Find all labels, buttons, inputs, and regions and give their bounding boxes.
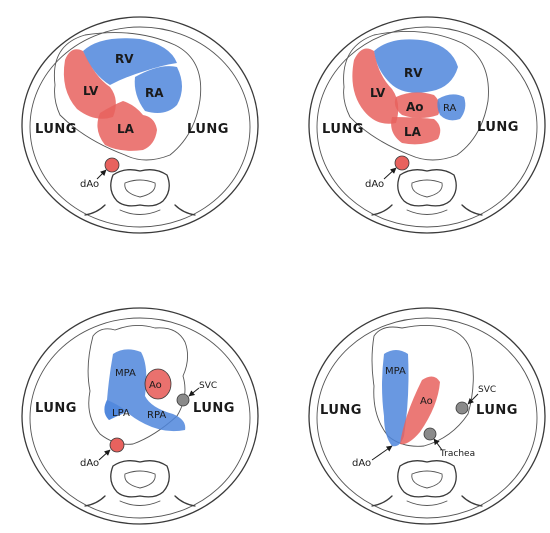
mpa-label: MPA (385, 366, 406, 377)
lung-right-label: LUNG (477, 120, 519, 135)
ao-label: Ao (420, 396, 433, 407)
aorta (400, 376, 440, 445)
aorta (144, 368, 172, 400)
lung-left-label: LUNG (320, 403, 362, 418)
right-atrium (134, 66, 182, 113)
dao-label: dAo (352, 458, 371, 469)
dao-label: dAo (80, 458, 99, 469)
la-label: LA (117, 122, 135, 136)
rv-label: RV (115, 52, 134, 66)
svc-pointer (467, 393, 479, 405)
lv-label: LV (83, 84, 99, 98)
lung-left-label: LUNG (322, 122, 364, 137)
dao-pointer (383, 167, 397, 180)
left-ventricle (352, 48, 399, 124)
lung-left-label: LUNG (35, 401, 77, 416)
trachea (423, 427, 437, 441)
svc-pointer (188, 387, 200, 397)
svc-label: SVC (199, 381, 217, 391)
lung-right-label: LUNG (476, 403, 518, 418)
panel-pulmonary-bifurcation: LUNG LUNG MPA Ao LPA RPA SVC dAo (21, 307, 259, 525)
la-label: LA (404, 125, 422, 139)
panel-five-chamber: LUNG LUNG RV LV Ao RA LA dAo (308, 16, 546, 234)
ra-label: RA (145, 86, 164, 100)
ra-label: RA (443, 103, 457, 114)
left-pulmonary-artery (104, 400, 125, 420)
superior-vena-cava (455, 401, 469, 415)
dao-pointer (96, 169, 107, 180)
left-atrium (97, 101, 157, 151)
descending-aorta (394, 155, 410, 171)
left-ventricle (63, 49, 116, 119)
lv-label: LV (370, 86, 386, 100)
main-pulmonary-artery (104, 349, 186, 432)
right-ventricle (83, 38, 177, 85)
dao-pointer (98, 449, 111, 461)
trachea-label: Trachea (439, 449, 475, 459)
aorta (394, 92, 441, 118)
lung-right-label: LUNG (193, 401, 235, 416)
left-atrium (391, 117, 441, 145)
superior-vena-cava (176, 393, 190, 407)
lung-right-label: LUNG (187, 122, 229, 137)
dao-label: dAo (365, 179, 384, 190)
lpa-label: LPA (112, 408, 130, 419)
lung-left-label: LUNG (35, 122, 77, 137)
right-atrium (437, 94, 466, 121)
dao-pointer (371, 445, 393, 461)
panel-three-vessel: LUNG LUNG MPA Ao SVC Trachea dAo (308, 307, 546, 525)
dao-label: dAo (80, 179, 99, 190)
right-ventricle (374, 39, 458, 93)
rpa-label: RPA (147, 410, 166, 421)
svc-label: SVC (478, 385, 496, 395)
rv-label: RV (404, 66, 423, 80)
mpa-label: MPA (115, 368, 136, 379)
trachea-pointer (433, 438, 443, 451)
descending-aorta (109, 437, 125, 453)
ao-label: Ao (149, 380, 162, 391)
panel-four-chamber: LUNG LUNG RV LV RA LA dAo (21, 16, 259, 234)
ao-label: Ao (406, 100, 424, 114)
main-pulmonary-artery (382, 350, 409, 447)
descending-aorta (104, 157, 120, 173)
